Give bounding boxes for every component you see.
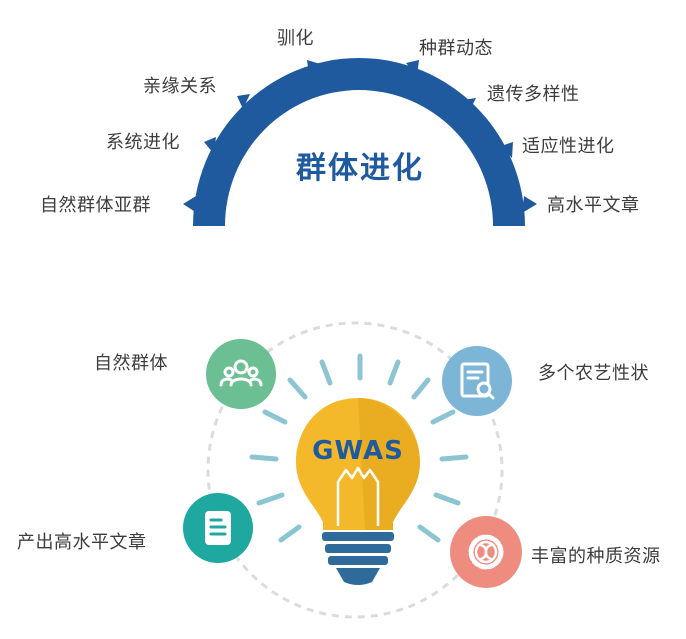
gwas-label: GWAS [312,436,404,466]
label-population-dynamics: 种群动态 [419,38,493,59]
label-agronomic-traits: 多个农艺性状 [538,363,649,384]
arc-ticks [183,60,537,213]
label-natural-population: 自然群体 [94,353,168,374]
label-produce-articles: 产出高水平文章 [17,532,147,553]
lightbulb [296,398,420,585]
document-list-icon [205,511,231,545]
label-adaptive-evolution: 适应性进化 [522,136,615,157]
produce-articles-node [183,493,253,563]
label-kinship: 亲缘关系 [143,76,217,97]
label-germplasm: 丰富的种质资源 [531,546,661,567]
label-genetic-diversity: 遗传多样性 [487,84,580,105]
label-high-level-article: 高水平文章 [547,195,640,216]
agronomic-traits-node [442,346,512,416]
label-system-evolution: 系统进化 [106,132,180,153]
dna-gear-icon [468,534,504,570]
group-evolution-title: 群体进化 [296,151,424,186]
dashed-ring [206,321,504,619]
label-domestication: 驯化 [277,28,314,49]
arc-band [193,58,525,226]
people-icon [219,359,263,387]
germplasm-node [450,516,522,588]
label-natural-subgroup: 自然群体亚群 [40,195,151,216]
document-search-icon [460,362,495,400]
natural-population-node [206,339,276,409]
light-rays [249,353,469,543]
